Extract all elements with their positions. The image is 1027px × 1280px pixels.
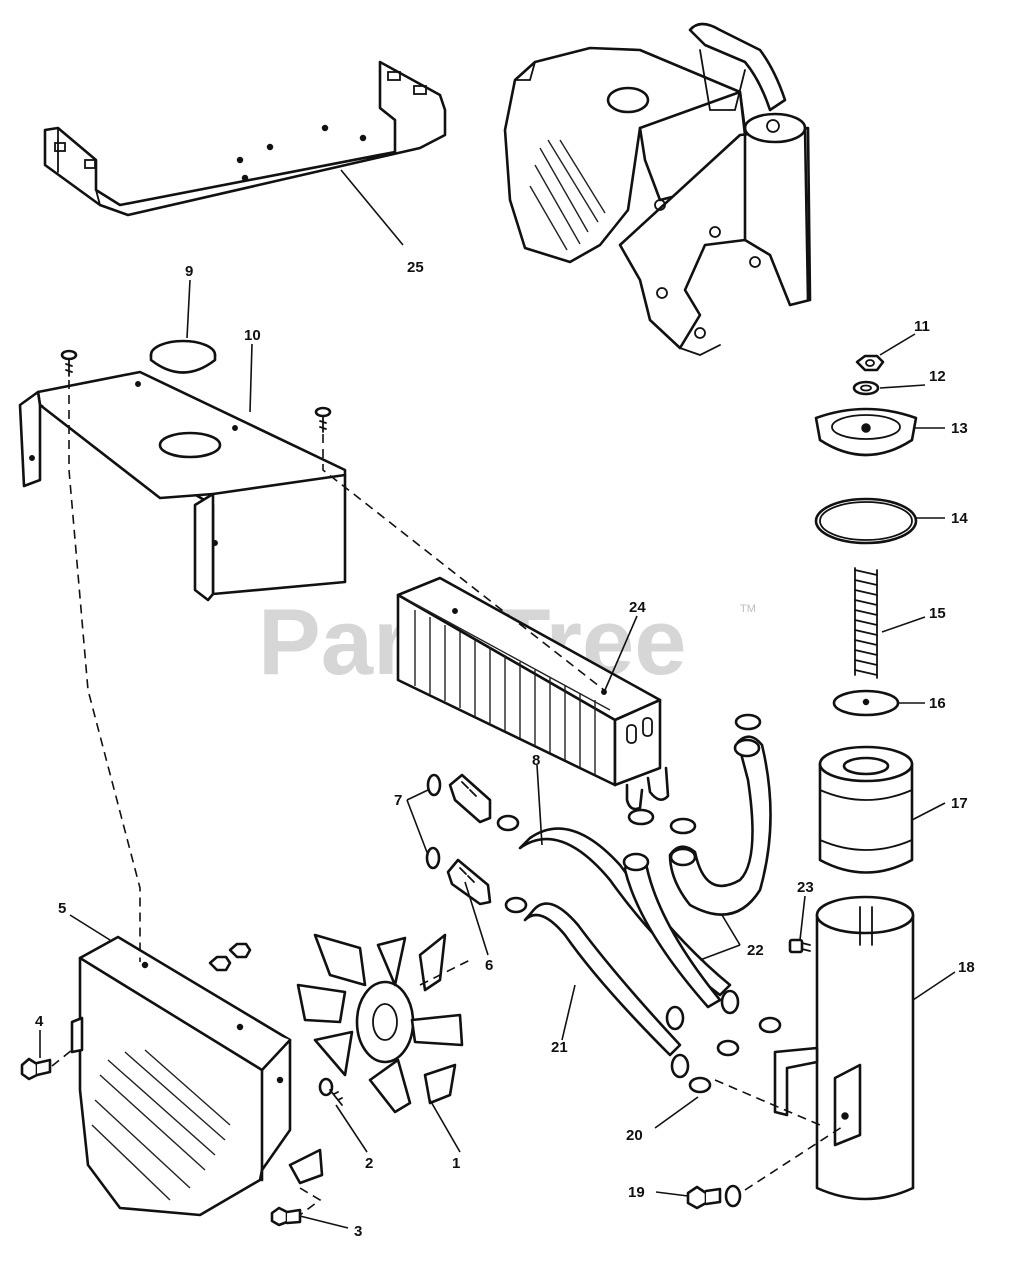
leader-20 bbox=[654, 1096, 699, 1129]
part-22-hose[interactable] bbox=[622, 735, 772, 1009]
part-6-fittings[interactable] bbox=[446, 773, 492, 906]
callout-1: 1 bbox=[452, 1155, 460, 1172]
part-13-cover[interactable] bbox=[814, 407, 918, 457]
leader-5 bbox=[69, 914, 111, 941]
shroud-screw-right[interactable] bbox=[314, 406, 332, 433]
assembly-line-bolt-4 bbox=[51, 1049, 73, 1067]
part-20-clamps[interactable] bbox=[496, 713, 782, 1094]
callout-18: 18 bbox=[958, 959, 975, 976]
callout-2: 2 bbox=[365, 1155, 373, 1172]
assembly-line-fan bbox=[419, 959, 471, 986]
watermark-trademark: TM bbox=[740, 603, 756, 615]
assembled-heater-unit bbox=[503, 22, 812, 356]
part-16-plate[interactable] bbox=[832, 689, 900, 717]
callout-20: 20 bbox=[626, 1127, 643, 1144]
callout-10: 10 bbox=[244, 327, 261, 344]
part-11-nut[interactable] bbox=[855, 354, 885, 372]
leader-25 bbox=[340, 169, 404, 246]
part-10-shroud[interactable] bbox=[18, 370, 347, 602]
leader-19 bbox=[655, 1191, 689, 1197]
part-15-spring[interactable] bbox=[854, 567, 878, 679]
leader-11 bbox=[879, 333, 916, 356]
part-14-gasket[interactable] bbox=[814, 497, 918, 545]
part-17-filter[interactable] bbox=[818, 745, 914, 874]
callout-22: 22 bbox=[747, 942, 764, 959]
part-5-fan-housing[interactable] bbox=[78, 935, 324, 1217]
callout-14: 14 bbox=[951, 510, 968, 527]
leader-10 bbox=[249, 343, 253, 413]
leader-21 bbox=[561, 984, 576, 1041]
part-4-bolt[interactable] bbox=[20, 1016, 84, 1081]
leader-6 bbox=[464, 881, 489, 956]
leader-23 bbox=[799, 895, 806, 941]
leader-15 bbox=[881, 616, 926, 633]
shroud-screw-left[interactable] bbox=[60, 349, 78, 377]
part-19-bolt[interactable] bbox=[686, 1184, 742, 1210]
callout-5: 5 bbox=[58, 900, 66, 917]
leader-8 bbox=[536, 764, 543, 846]
leader-3 bbox=[299, 1215, 349, 1229]
callout-8: 8 bbox=[532, 752, 540, 769]
part-1-fan[interactable] bbox=[296, 933, 464, 1114]
leader-18 bbox=[912, 971, 956, 1001]
part-23-fitting[interactable] bbox=[788, 938, 811, 954]
leader-24 bbox=[604, 615, 638, 691]
part-9-plug[interactable] bbox=[149, 339, 217, 374]
assembly-line-bolt-19 bbox=[714, 1079, 846, 1191]
callout-3: 3 bbox=[354, 1223, 362, 1240]
assembly-line-screw-to-core bbox=[322, 434, 605, 691]
part-2-screw[interactable] bbox=[318, 1077, 343, 1106]
callout-21: 21 bbox=[551, 1039, 568, 1056]
callout-23: 23 bbox=[797, 879, 814, 896]
callout-16: 16 bbox=[929, 695, 946, 712]
part-24-heater-core[interactable] bbox=[396, 576, 670, 811]
callout-11: 11 bbox=[914, 318, 930, 335]
callout-9: 9 bbox=[185, 263, 193, 280]
part-21-hose[interactable] bbox=[523, 902, 690, 1079]
leader-12 bbox=[879, 384, 926, 389]
callout-25: 25 bbox=[407, 259, 424, 276]
leader-2 bbox=[335, 1104, 368, 1153]
callout-17: 17 bbox=[951, 795, 968, 812]
part-7-washers[interactable] bbox=[425, 773, 442, 870]
assembly-line-shroud-to-housing bbox=[68, 380, 141, 962]
callout-19: 19 bbox=[628, 1184, 645, 1201]
callout-12: 12 bbox=[929, 368, 946, 385]
part-18-canister[interactable] bbox=[773, 895, 915, 1201]
leader-9 bbox=[186, 279, 191, 339]
callout-15: 15 bbox=[929, 605, 946, 622]
leader-7 bbox=[406, 789, 429, 856]
part-25-bracket[interactable] bbox=[43, 60, 447, 217]
part-3-bolt[interactable] bbox=[270, 1206, 302, 1227]
housing-nuts[interactable] bbox=[208, 942, 252, 972]
callout-7: 7 bbox=[394, 792, 402, 809]
leader-17 bbox=[911, 802, 946, 821]
callout-13: 13 bbox=[951, 420, 968, 437]
assembly-line-bolt-3 bbox=[299, 1187, 322, 1216]
callout-6: 6 bbox=[485, 957, 493, 974]
callout-24: 24 bbox=[629, 599, 646, 616]
leader-22 bbox=[699, 914, 741, 961]
part-12-washer[interactable] bbox=[852, 380, 880, 396]
leader-1 bbox=[429, 1099, 461, 1153]
callout-4: 4 bbox=[35, 1013, 44, 1030]
